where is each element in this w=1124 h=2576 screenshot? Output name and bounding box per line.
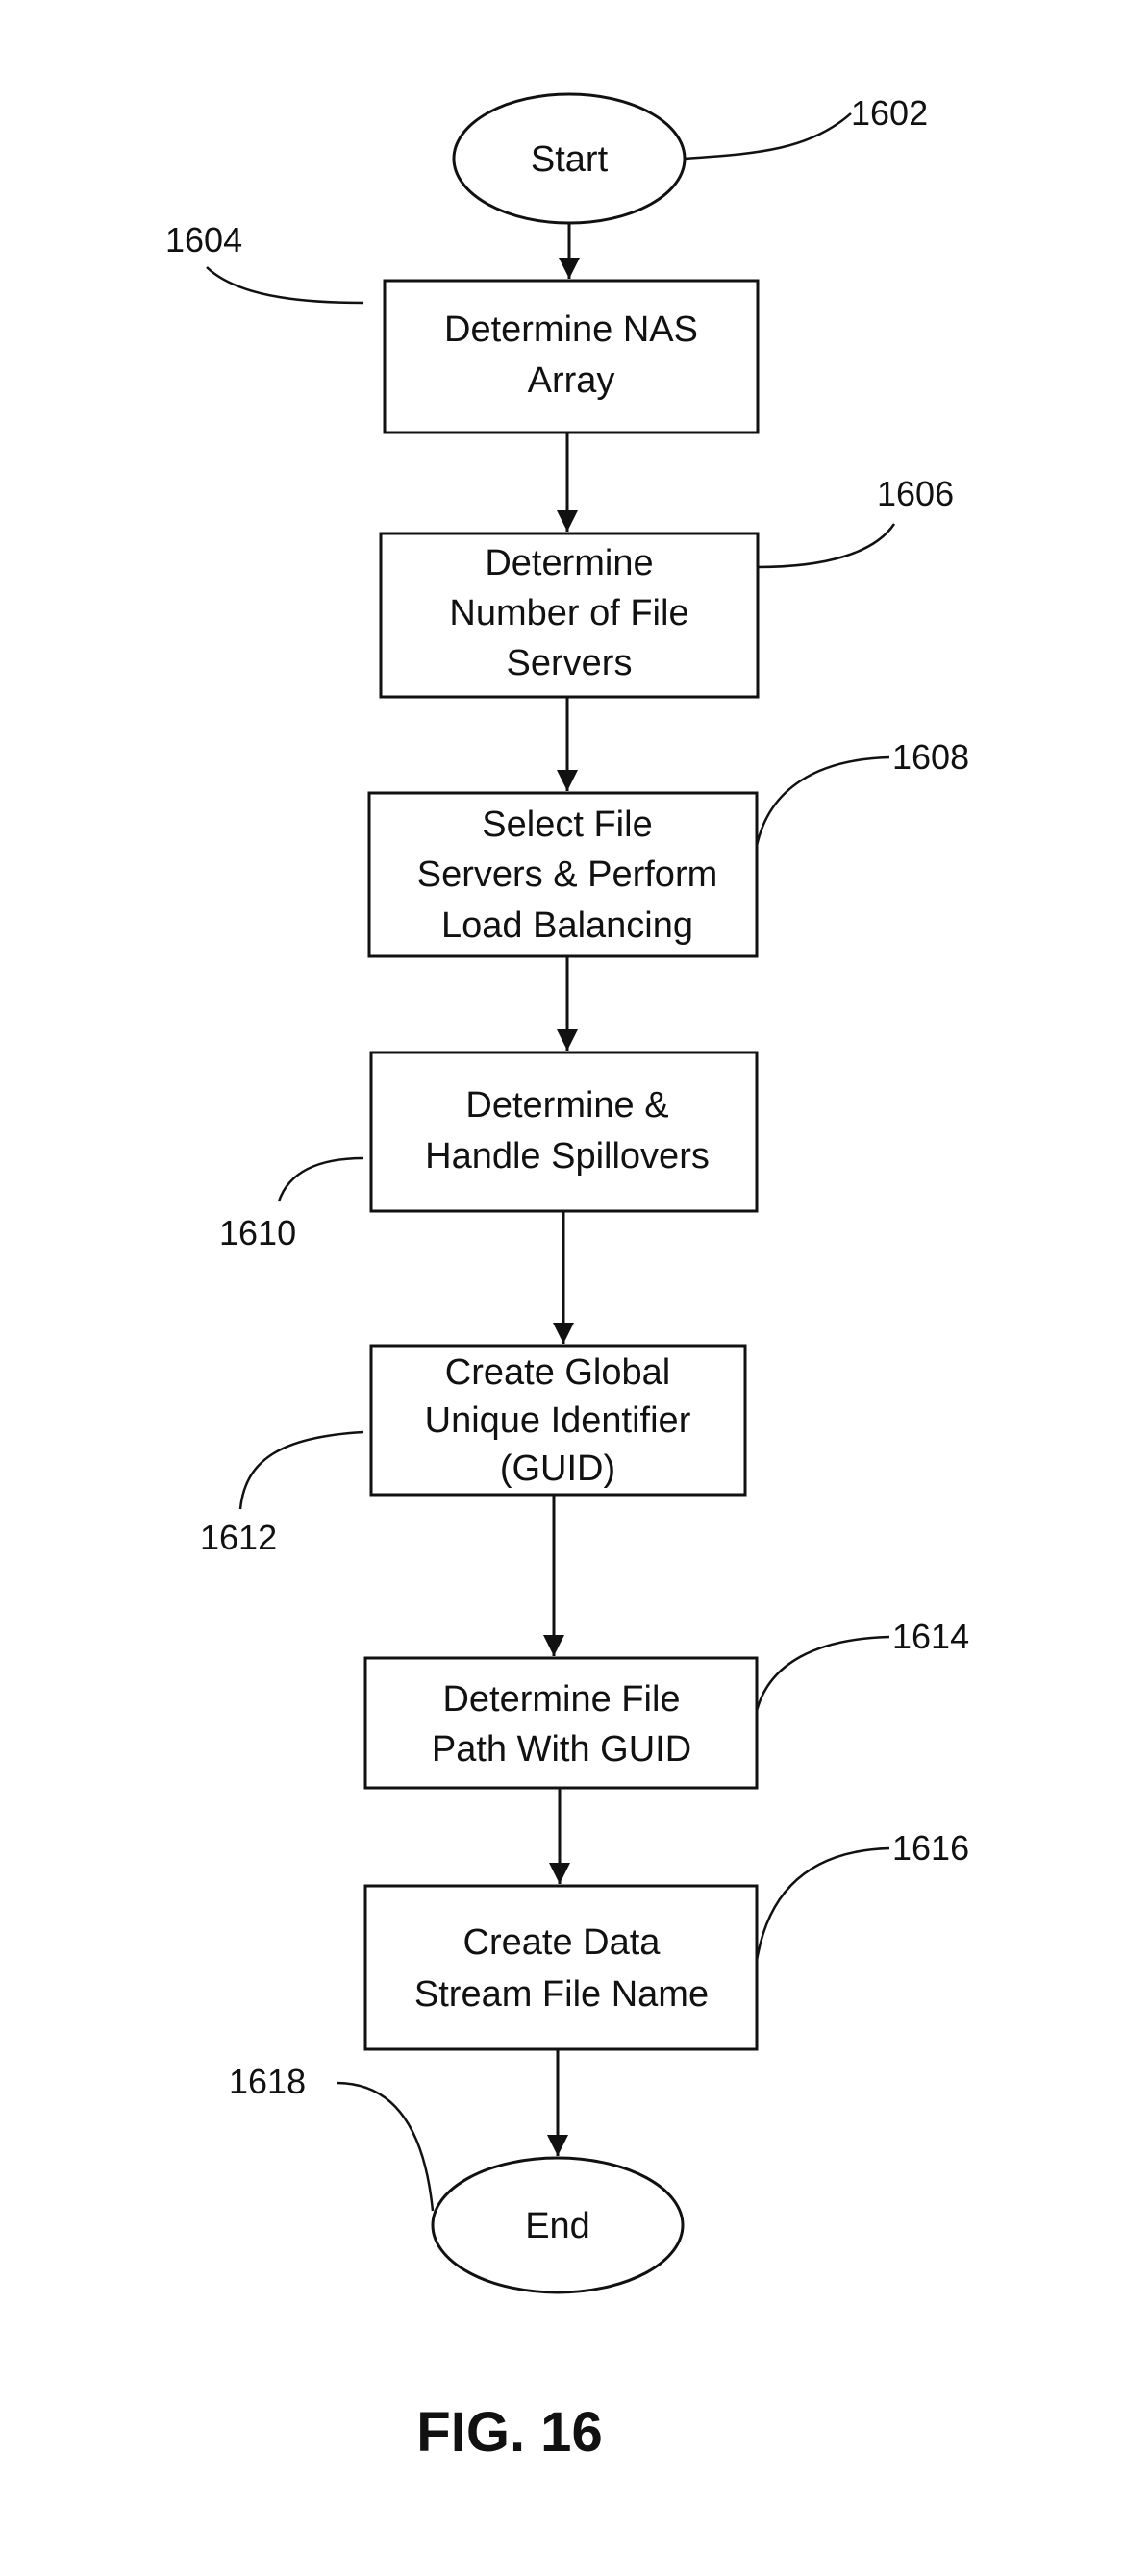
select-file-servers-line-1: Select File — [482, 805, 652, 845]
select-file-servers-line-3: Load Balancing — [441, 905, 693, 946]
ref-1612: 1612 — [200, 1518, 277, 1557]
file-path-line-1: Determine File — [442, 1679, 680, 1720]
file-path-line-2: Path With GUID — [432, 1729, 691, 1770]
figure-caption: FIG. 16 — [416, 2401, 602, 2464]
ref-1610: 1610 — [219, 1213, 296, 1252]
create-guid-line-2: Unique Identifier — [425, 1400, 691, 1441]
determine-handle-spillovers-step: Determine & Handle Spillovers — [371, 1053, 757, 1211]
ref-1608: 1608 — [892, 737, 969, 777]
data-stream-line-2: Stream File Name — [414, 1974, 709, 2015]
end-terminal-label: End — [525, 2206, 590, 2246]
ref-1614: 1614 — [892, 1617, 969, 1656]
start-terminal-label: Start — [531, 139, 609, 180]
create-guid-line-3: (GUID) — [500, 1449, 615, 1489]
select-file-servers-step: Select File Servers & Perform Load Balan… — [369, 793, 757, 956]
create-data-stream-file-name-step: Create Data Stream File Name — [365, 1886, 757, 2049]
determine-number-of-file-servers-step: Determine Number of File Servers — [381, 533, 758, 697]
ref-1602: 1602 — [851, 93, 928, 133]
create-guid-step: Create Global Unique Identifier (GUID) — [371, 1346, 745, 1495]
determine-file-path-step: Determine File Path With GUID — [365, 1658, 757, 1788]
determine-number-line-2: Number of File — [449, 593, 688, 633]
end-terminal: End — [433, 2158, 683, 2292]
data-stream-line-1: Create Data — [463, 1922, 662, 1963]
determine-number-line-3: Servers — [507, 643, 633, 683]
select-file-servers-line-2: Servers & Perform — [417, 855, 718, 895]
spillovers-line-1: Determine & — [465, 1085, 668, 1126]
determine-number-line-1: Determine — [485, 543, 653, 583]
ref-1618: 1618 — [229, 2062, 306, 2101]
determine-nas-array-line-1: Determine NAS — [444, 310, 698, 350]
create-guid-line-1: Create Global — [445, 1352, 670, 1393]
ref-1616: 1616 — [892, 1828, 969, 1868]
determine-nas-array-line-2: Array — [528, 360, 615, 401]
ref-1604: 1604 — [165, 220, 242, 260]
spillovers-line-2: Handle Spillovers — [425, 1136, 710, 1177]
flow-nodes: Start Determine NAS Array Determine Numb… — [365, 94, 758, 2292]
start-terminal: Start — [454, 94, 685, 223]
determine-nas-array-step: Determine NAS Array — [385, 281, 758, 433]
ref-1606: 1606 — [877, 474, 954, 513]
